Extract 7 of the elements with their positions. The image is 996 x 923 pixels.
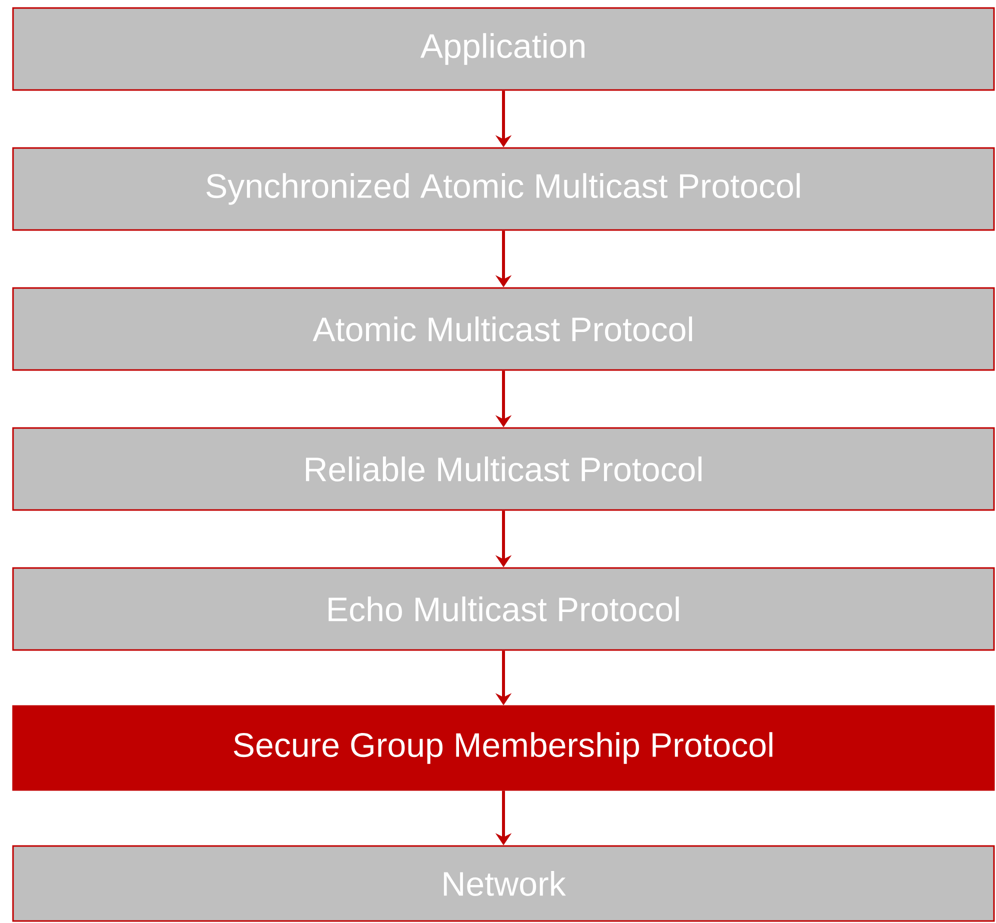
layer-box: Echo Multicast Protocol bbox=[12, 567, 995, 651]
layer-box: Synchronized Atomic Multicast Protocol bbox=[12, 147, 995, 231]
layer-box: Reliable Multicast Protocol bbox=[12, 427, 995, 511]
layer-box: Application bbox=[12, 7, 995, 91]
highlighted-layer-box: Secure Group Membership Protocol bbox=[12, 705, 995, 791]
layer-box: Network bbox=[12, 845, 995, 922]
layer-box: Atomic Multicast Protocol bbox=[12, 287, 995, 371]
